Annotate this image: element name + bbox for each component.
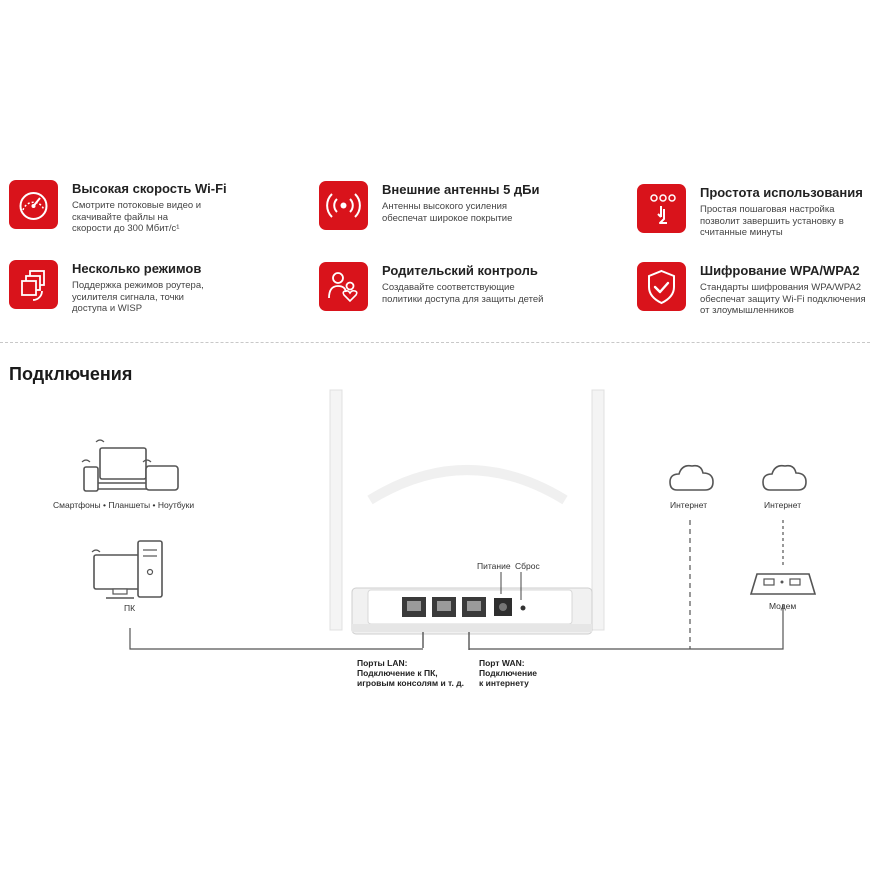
feature-title: Несколько режимов: [72, 261, 202, 276]
devices-label: Смартфоны • Планшеты • Ноутбуки: [53, 500, 195, 510]
feature-description: Простая пошаговая настройка позволит зав…: [700, 204, 844, 238]
cloud-icon: [669, 464, 714, 491]
modem-label: Модем: [769, 601, 797, 611]
reset-label: Сброс: [515, 561, 540, 571]
router-antenna-left: [329, 389, 343, 631]
parent-child-icon: [319, 262, 368, 311]
lan-cable: [129, 628, 423, 650]
feature-title: Высокая скорость Wi-Fi: [72, 181, 227, 196]
power-label: Питание: [477, 561, 511, 571]
feature-description: Антенны высокого усиления обеспечат широ…: [382, 201, 513, 224]
feature-description: Стандарты шифрования WPA/WPA2 обеспечат …: [700, 282, 866, 316]
multi-mode-icon: [9, 260, 58, 309]
section-divider: [0, 342, 870, 343]
feature-title: Шифрование WPA/WPA2: [700, 263, 860, 278]
lan-port-2: [432, 597, 456, 617]
wan-port-label: Порт WAN: Подключение к интернету: [479, 658, 538, 688]
wan-cable: [469, 604, 784, 650]
router-antenna-right: [591, 389, 605, 631]
wan-port: [462, 597, 486, 617]
speedometer-icon: [9, 180, 58, 229]
antenna-signal-icon: [319, 181, 368, 230]
tablet-icon: [145, 465, 179, 491]
feature-parental: Родительский контроль Создавайте соответ…: [319, 262, 569, 322]
cloud-icon: [762, 464, 807, 491]
internet-label: Интернет: [764, 500, 802, 510]
feature-antennas: Внешние антенны 5 дБи Антенны высокого у…: [319, 181, 569, 241]
pc-tower-icon: [137, 540, 163, 598]
wifi-signal-icon: [81, 439, 152, 463]
touch-setup-icon: [637, 184, 686, 233]
reset-hole: [520, 605, 526, 611]
power-jack: [494, 598, 512, 616]
feature-description: Смотрите потоковые видео и скачивайте фа…: [72, 200, 202, 234]
phone-icon: [83, 466, 99, 492]
feature-encryption: Шифрование WPA/WPA2 Стандарты шифрования…: [637, 262, 870, 322]
modem-icon: [749, 573, 817, 595]
pc-wifi-icon: [91, 549, 101, 553]
feature-easy-setup: Простота использования Простая пошаговая…: [637, 184, 870, 244]
feature-speed: Высокая скорость Wi-Fi Смотрите потоковы…: [9, 180, 259, 240]
internet-label: Интернет: [670, 500, 708, 510]
pc-label: ПК: [124, 603, 136, 613]
feature-title: Внешние антенны 5 дБи: [382, 182, 540, 197]
feature-modes: Несколько режимов Поддержка режимов роут…: [9, 260, 259, 320]
lan-port-1: [402, 597, 426, 617]
section-title: Подключения: [9, 364, 133, 384]
feature-title: Простота использования: [700, 185, 863, 200]
feature-description: Поддержка режимов роутера, усилителя сиг…: [72, 280, 204, 314]
shield-check-icon: [637, 262, 686, 311]
lan-ports-label: Порты LAN: Подключение к ПК, игровым кон…: [357, 658, 464, 688]
laptop-icon: [92, 447, 154, 490]
feature-description: Создавайте соответствующие политики дост…: [382, 282, 544, 305]
feature-title: Родительский контроль: [382, 263, 538, 278]
router-shadow: [367, 465, 568, 505]
